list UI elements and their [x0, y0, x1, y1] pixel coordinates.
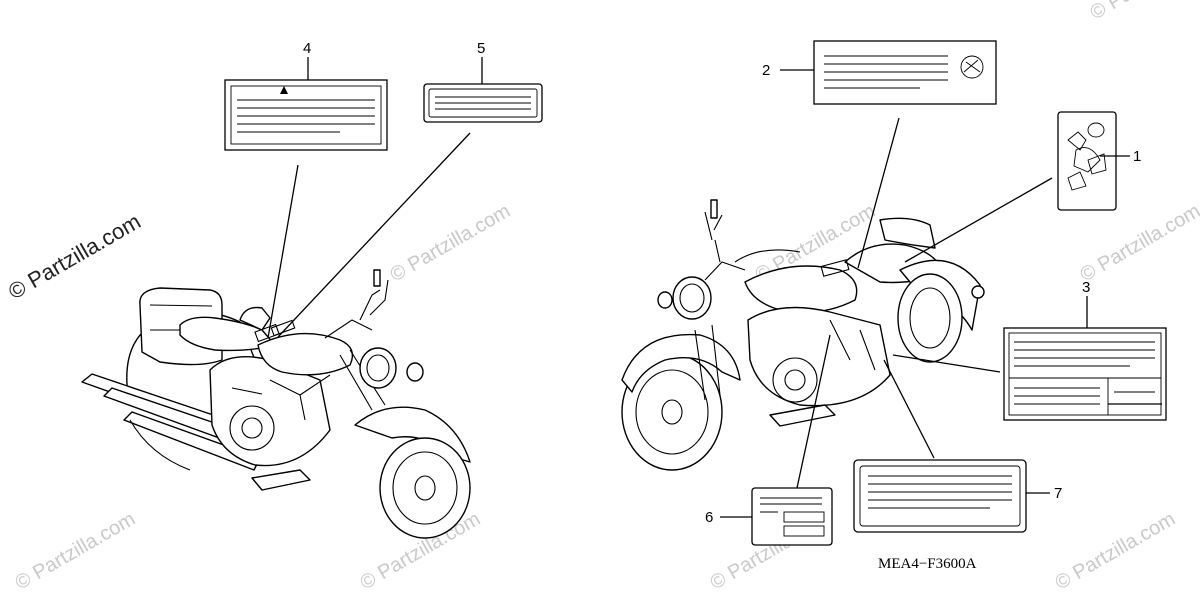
label-part-3: 3 — [1003, 279, 1167, 421]
leader-line-4 — [267, 164, 299, 339]
callout-1: 1 — [1133, 148, 1141, 165]
callout-6: 6 — [705, 509, 713, 526]
leader-line-1 — [904, 177, 1053, 263]
motorcycle-right — [621, 199, 985, 471]
label-part-4: 4 — [224, 40, 388, 151]
watermark: © Partzilla.com — [1077, 200, 1200, 286]
honda-wing-logo-icon — [960, 55, 984, 79]
helmet-pictogram-icon — [1067, 122, 1107, 191]
leader-line-5 — [277, 132, 471, 338]
label-part-6: 6 — [705, 487, 833, 546]
leader-line-3 — [892, 354, 1001, 373]
label-part-2: 2 — [762, 40, 997, 105]
watermark-main: © Partzilla.com — [4, 209, 145, 305]
callout-5: 5 — [477, 40, 485, 57]
watermark: © Partzilla.com — [1087, 0, 1200, 24]
watermark: © Partzilla.com — [1052, 508, 1180, 594]
caution-triangle-icon — [280, 86, 288, 94]
callout-2: 2 — [762, 62, 770, 79]
callout-4: 4 — [303, 40, 311, 57]
label-part-7: 7 — [853, 459, 1062, 533]
label-part-1: 1 — [1057, 111, 1141, 211]
diagram-code: MEA4−F3600A — [878, 556, 977, 572]
leader-line-7 — [883, 359, 935, 459]
leader-line-6 — [796, 334, 831, 489]
label-part-5: 5 — [423, 40, 543, 123]
motorcycle-left — [81, 269, 471, 539]
callout-7: 7 — [1054, 485, 1062, 502]
watermark: © Partzilla.com — [387, 200, 515, 286]
leader-line-2 — [857, 117, 900, 269]
watermark: © Partzilla.com — [12, 508, 140, 594]
callout-3: 3 — [1082, 279, 1090, 296]
